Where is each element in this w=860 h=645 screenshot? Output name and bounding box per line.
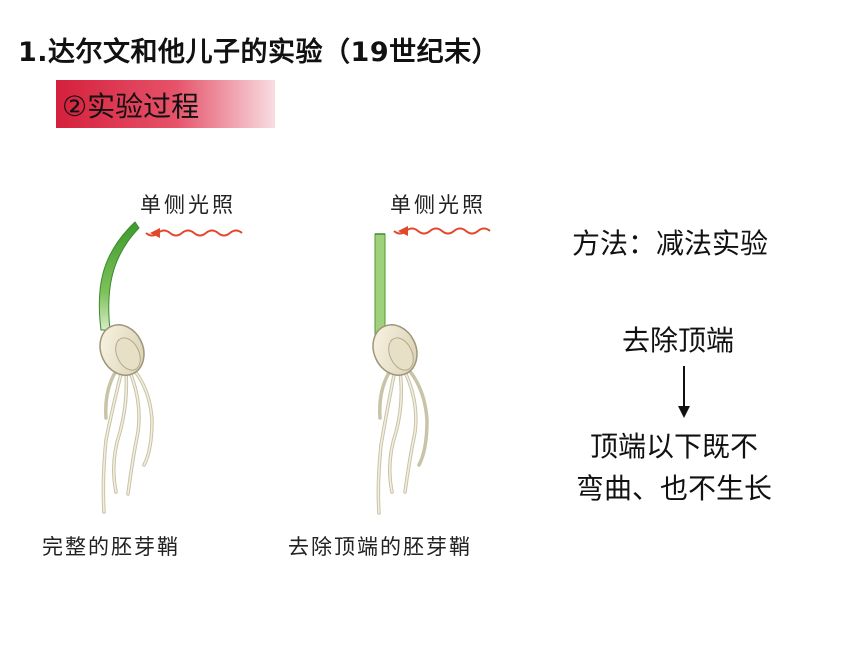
slide-title: 1.达尔文和他儿子的实验（19世纪末） [18,37,500,68]
flow-result-line1: 顶端以下既不 [590,430,759,463]
left-light-arrow [145,228,243,238]
flow-step-text: 去除顶端 [622,324,735,357]
subtitle-banner [56,80,275,128]
right-caption: 去除顶端的胚芽鞘 [288,535,472,559]
flow-arrow [678,366,690,418]
left-caption: 完整的胚芽鞘 [42,535,180,559]
subtitle-text: ②实验过程 [62,90,200,123]
method-text: 方法：减法实验 [572,227,769,260]
intact-coleoptile [98,221,154,514]
decapitated-coleoptile [372,233,429,515]
right-light-arrow [393,226,491,236]
left-light-label: 单侧光照 [140,193,236,217]
right-light-label: 单侧光照 [390,193,486,217]
flow-result-line2: 弯曲、也不生长 [576,472,773,505]
